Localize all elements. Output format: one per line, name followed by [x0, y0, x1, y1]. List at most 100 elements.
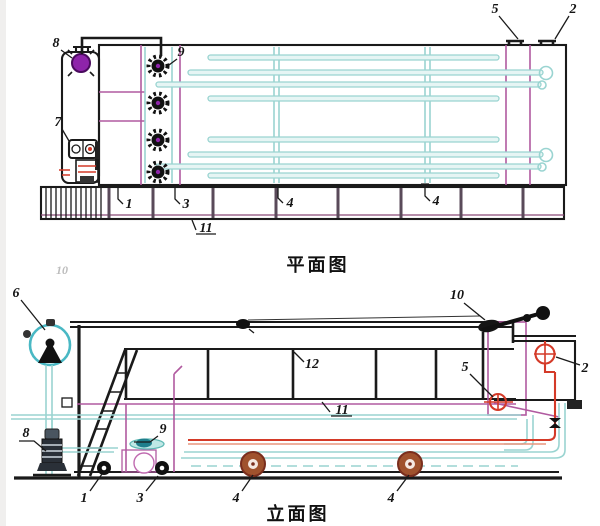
elev-wheels [97, 451, 423, 477]
plan-mixers [146, 54, 170, 184]
wheel-4b-axle [408, 462, 412, 466]
base-frame-hatching [45, 188, 102, 218]
plan-view: 8 9 5 2 7 1 3 4 4 11 10 平面图 [39, 2, 577, 277]
elev-valve2 [534, 341, 556, 374]
plan-base-frame [39, 185, 566, 221]
doser-base [80, 176, 94, 183]
doser-red-lines [59, 165, 96, 176]
callout-5: 5 [462, 360, 469, 375]
plan-doser [59, 138, 100, 183]
wheel-4a-axle [251, 462, 255, 466]
pipe-bar [207, 54, 500, 61]
elevation-view-title: 立面图 [267, 503, 330, 524]
elev-piping [11, 365, 566, 472]
mixer-gear [146, 128, 170, 152]
pump8-base [37, 463, 67, 471]
bowtie-valve-icon [549, 418, 561, 428]
pump-body [71, 53, 91, 73]
pipe-bar [207, 172, 500, 179]
ladder-rungs [82, 372, 129, 467]
callout-11: 11 [335, 403, 348, 418]
pipe-bar [155, 163, 542, 170]
plan-view-title: 平面图 [287, 255, 350, 275]
pipe-u-bend [538, 147, 554, 163]
elevation-view: 6 10 12 11 5 2 8 9 1 3 4 4 立面图 [11, 286, 589, 524]
pipe-u-bend [537, 80, 547, 90]
dissolved-air-flotation-drawing: 8 9 5 2 7 1 3 4 4 11 10 平面图 [11, 2, 589, 524]
callout-3: 3 [136, 491, 144, 506]
callout-10: 10 [450, 288, 464, 303]
pipe-u-bend [538, 65, 554, 81]
plan-pipes [155, 54, 554, 179]
wall-bracket [61, 397, 73, 408]
leader-line [554, 15, 570, 40]
callout-11: 11 [199, 221, 212, 236]
pipe-bar [207, 136, 500, 143]
plan-pump [67, 36, 163, 77]
blower-top-knob [46, 319, 55, 326]
air-main-pair [11, 414, 521, 420]
blower-hub [45, 338, 55, 348]
magenta-drop-pipes [125, 365, 183, 472]
valve2-cross [534, 345, 556, 363]
elevation-callouts: 6 10 12 11 5 2 8 9 1 3 4 4 [13, 286, 589, 506]
magenta-partitions [140, 45, 531, 185]
leader-line [421, 183, 431, 202]
callout-12: 12 [305, 357, 319, 372]
fitting-flange [538, 39, 556, 46]
callout-9: 9 [160, 422, 167, 437]
valve5-cross [484, 394, 513, 410]
callout-4a: 4 [286, 196, 294, 211]
callout-10-faint: 10 [56, 263, 68, 277]
leader-line [145, 475, 159, 492]
leader-line [20, 299, 46, 331]
callout-1: 1 [81, 491, 88, 506]
leader-line [89, 473, 103, 492]
leader-line [168, 58, 178, 66]
magenta-connectors [99, 91, 145, 122]
leader-line [321, 401, 352, 417]
callout-2: 2 [581, 361, 589, 376]
leader-line [134, 435, 159, 443]
callout-4b: 4 [387, 491, 395, 506]
return-pipe-pair [181, 403, 566, 459]
scraper-chain [247, 315, 481, 321]
pressure-pipe-red [188, 372, 557, 442]
mixer-gear [146, 91, 170, 115]
idler-tail [248, 328, 255, 334]
pump-bolts [67, 49, 95, 77]
doser-bracket [95, 142, 100, 170]
roller-3-hub [159, 465, 165, 471]
mixer-gear [146, 160, 170, 184]
elev-tank-shell [14, 320, 562, 480]
pipe-bar [187, 69, 544, 76]
leader-line [114, 185, 124, 205]
drive-joint [523, 314, 531, 322]
callout-8: 8 [23, 426, 30, 441]
callout-2: 2 [569, 2, 577, 17]
leader-line [241, 474, 254, 492]
leader-line [463, 302, 486, 321]
callout-9: 9 [178, 45, 185, 60]
outlet-foot [567, 400, 582, 409]
callout-7: 7 [55, 115, 63, 130]
pump9-volute [133, 452, 155, 474]
doser-dial [71, 144, 81, 154]
callout-8: 8 [53, 36, 60, 51]
leader-line [293, 351, 305, 363]
leader-line [555, 356, 581, 366]
leader-line [60, 49, 73, 59]
elev-scraper [236, 306, 550, 334]
plan-top-fittings [506, 39, 556, 46]
leader-line [19, 440, 47, 452]
pump-flange [73, 45, 91, 54]
plan-callouts: 8 9 5 2 7 1 3 4 4 11 10 [53, 2, 577, 277]
callout-5: 5 [492, 2, 499, 17]
pipe-bar [187, 151, 544, 158]
leader-line [498, 15, 519, 40]
doser-dial-dot [88, 147, 92, 151]
leader-line [61, 128, 70, 142]
leader-line [396, 474, 410, 492]
callout-4a: 4 [232, 491, 240, 506]
